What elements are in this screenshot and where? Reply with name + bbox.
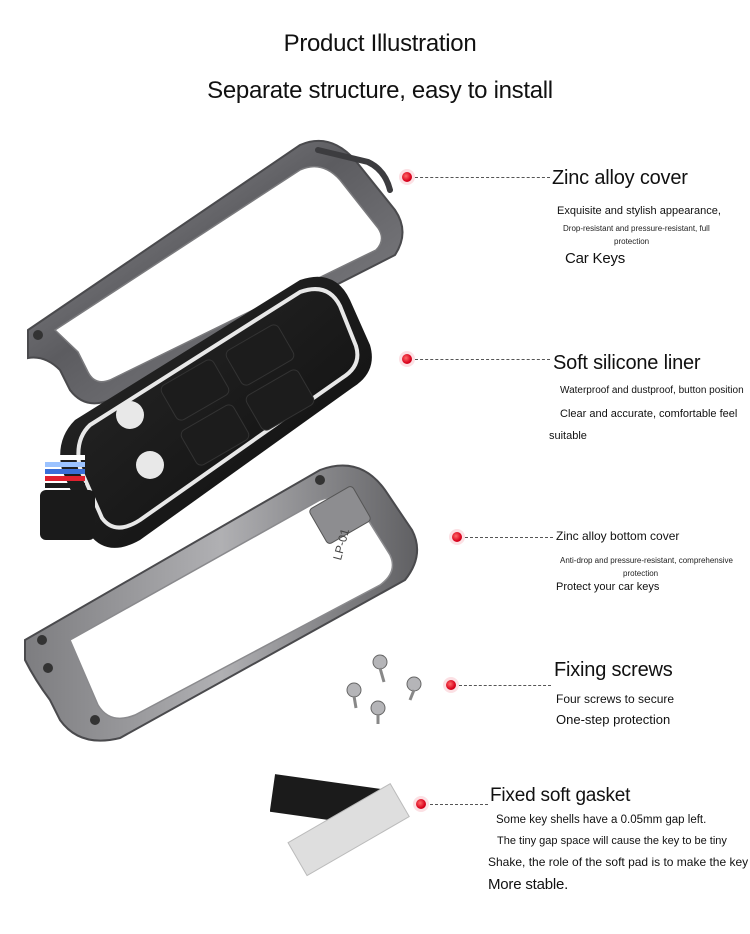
callout-title-cover: Zinc alloy cover [552,167,688,189]
callout-text: Protect your car keys [556,581,660,593]
callout-dot-cover [402,172,412,182]
page-subtitle: Separate structure, easy to install [207,77,553,104]
callout-text: Shake, the role of the soft pad is to ma… [488,855,749,869]
callout-text: One-step protection [556,712,671,727]
callout-text: Some key shells have a 0.05mm gap left. [496,814,707,826]
callout-title-screws: Fixing screws [554,659,673,681]
screw-icon [372,654,388,683]
zinc-bottom-cover: LP-01 [24,464,419,742]
callout-text: Clear and accurate, comfortable feel [560,408,738,420]
screw-hole-icon [33,330,43,340]
callout-text: Drop-resistant and pressure-resistant, f… [563,224,710,233]
soft-gasket [270,774,410,877]
leader-line [415,359,550,360]
callout-dot-screws [446,680,456,690]
leader-line [459,685,551,686]
callout-text: The tiny gap space will cause the key to… [497,835,727,847]
callout-text: Car Keys [565,250,626,267]
callout-title-gasket: Fixed soft gasket [490,785,631,806]
callout-dot-liner [402,354,412,364]
callout-title-liner: Soft silicone liner [553,352,701,374]
leader-line [430,804,488,805]
callout-title-bottom: Zinc alloy bottom cover [556,529,680,543]
leader-line [465,537,553,538]
callout-text: suitable [549,430,587,442]
screw-icon [370,700,386,724]
callout-text: Exquisite and stylish appearance, [557,205,721,217]
callout-text: Waterproof and dustproof, button positio… [560,385,744,396]
callout-text: More stable. [488,876,569,893]
screw-icon [406,676,422,701]
leader-line [415,177,550,178]
callout-text: protection [623,569,659,578]
zinc-cover-frame [27,139,404,405]
unlock-icon [136,451,164,479]
lock-icon [116,401,144,429]
page-title: Product Illustration [283,30,477,57]
silicone-liner [40,276,372,548]
callout-dot-bottom [452,532,462,542]
fixing-screws [346,654,422,724]
callout-text: Anti-drop and pressure-resistant, compre… [560,556,733,565]
callout-dot-gasket [416,799,426,809]
screw-icon [346,682,362,709]
product-illustration: LP-01 [24,139,422,742]
callout-text: protection [614,237,650,246]
callout-text: Four screws to secure [556,692,675,706]
